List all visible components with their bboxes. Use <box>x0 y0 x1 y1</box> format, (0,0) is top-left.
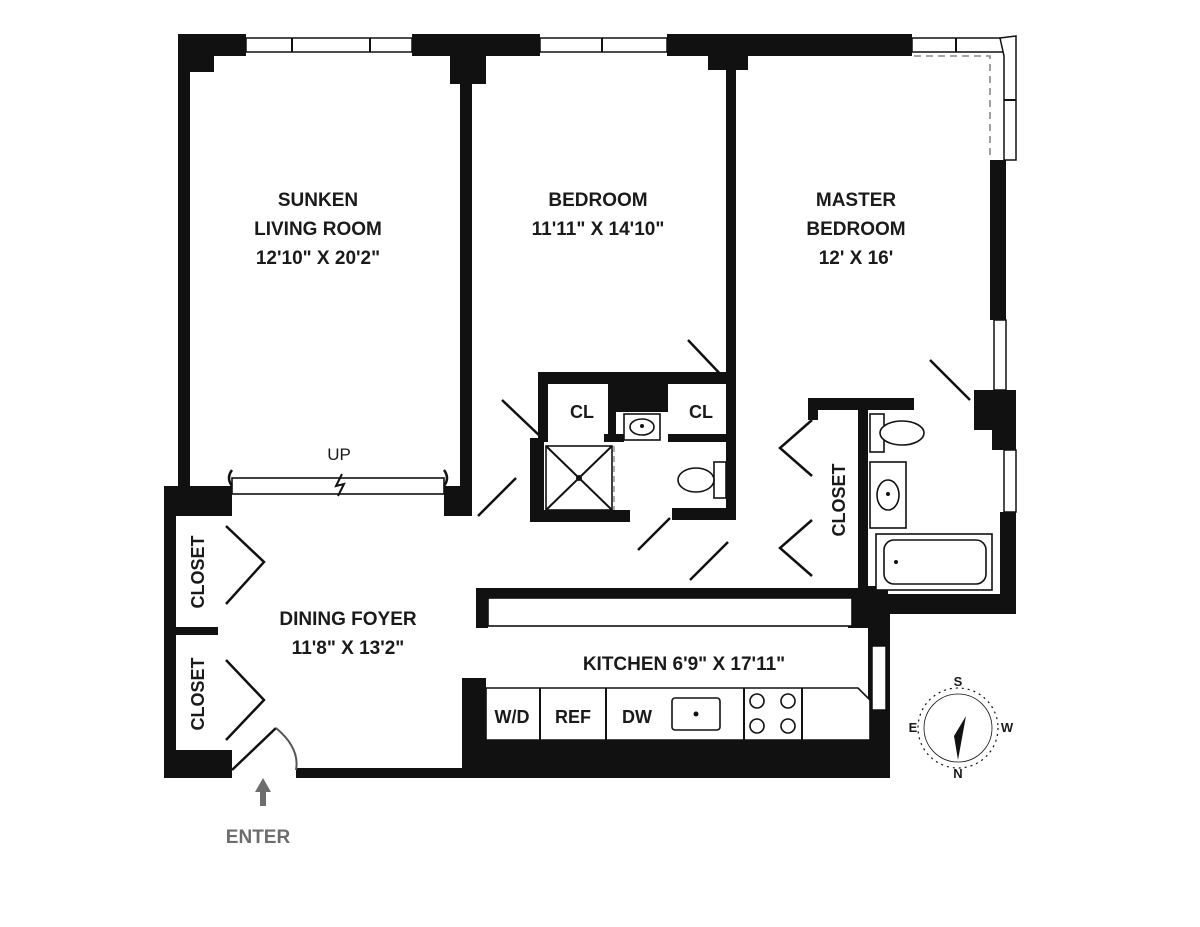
bedroom-line1: BEDROOM <box>548 190 647 211</box>
compass-e: E <box>909 720 918 735</box>
master-line1: MASTER <box>816 190 897 211</box>
master-toilet-icon <box>869 413 925 453</box>
master-sink-icon <box>869 461 907 529</box>
closet-master: CLOSET <box>829 463 849 536</box>
entry-arrow-icon <box>255 778 271 806</box>
interior-walls <box>444 60 914 740</box>
bathtub-icon <box>875 533 993 591</box>
bedroom-label: BEDROOM 11'11" X 14'10" <box>532 190 665 240</box>
exterior-walls <box>164 34 1016 778</box>
dining-foyer-label: DINING FOYER 11'8" X 13'2" <box>279 609 417 659</box>
dining-line1: DINING FOYER <box>279 609 417 630</box>
bath1-toilet-icon <box>677 461 727 499</box>
windows <box>245 35 1017 711</box>
bedroom-dims: 11'11" X 14'10" <box>532 219 665 240</box>
enter-label: ENTER <box>226 827 291 848</box>
sink-icon <box>671 697 721 731</box>
closet-foyer-bottom: CLOSET <box>188 657 208 730</box>
compass-n: N <box>953 766 962 781</box>
living-room-dims: 12'10" X 20'2" <box>256 248 380 269</box>
compass-w: W <box>1001 720 1014 735</box>
stove-icon <box>749 693 796 734</box>
appliance-dw: DW <box>622 707 652 727</box>
kitchen-label: KITCHEN 6'9" X 17'11" <box>583 654 785 675</box>
compass-s: S <box>954 674 963 689</box>
closet-cl-right: CL <box>689 402 713 422</box>
doors <box>225 339 971 771</box>
master-line2: BEDROOM <box>806 219 905 240</box>
dining-dims: 11'8" X 13'2" <box>292 638 405 659</box>
appliance-ref: REF <box>555 707 591 727</box>
living-room-label: SUNKEN LIVING ROOM 12'10" X 20'2" <box>254 190 382 269</box>
living-room-line2: LIVING ROOM <box>254 219 382 240</box>
sunken-step <box>227 469 449 497</box>
bath1-sink-icon <box>623 413 661 441</box>
compass-icon: S W N E <box>909 674 1014 781</box>
living-room-line1: SUNKEN <box>278 190 358 211</box>
closet-foyer-top: CLOSET <box>188 535 208 608</box>
shower-icon <box>545 445 615 511</box>
step-up-label: UP <box>327 445 351 464</box>
master-dims: 12' X 16' <box>819 248 894 269</box>
closet-cl-left: CL <box>570 402 594 422</box>
master-bedroom-label: MASTER BEDROOM 12' X 16' <box>806 190 905 269</box>
appliance-wd: W/D <box>495 707 530 727</box>
kitchen-upper-cabinet <box>487 597 853 627</box>
